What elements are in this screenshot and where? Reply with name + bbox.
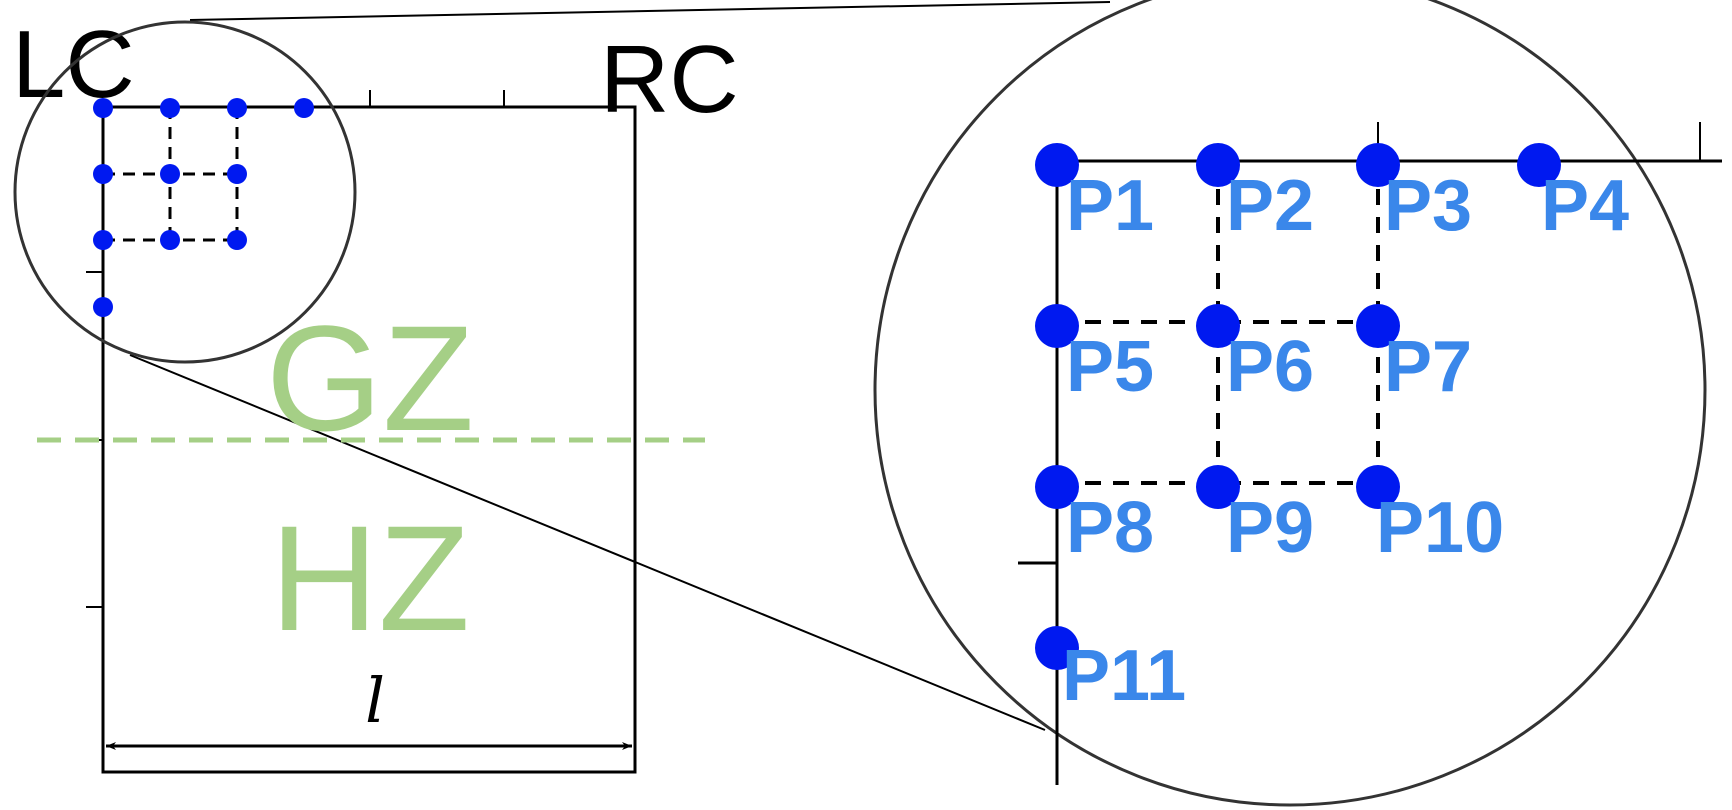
point-p1-marker [1035,143,1079,187]
point-label-p1: P1 [1066,166,1154,246]
overview-panel: GZ HZ l LC RC [12,11,739,774]
point-label-p6: P6 [1226,327,1314,407]
point-p6-marker [1196,304,1240,348]
point-p7-marker [1356,304,1400,348]
overview-point [227,230,247,250]
point-p4-marker [1517,143,1561,187]
point-label-p8: P8 [1066,488,1154,568]
zoom-connector-bottom [129,354,1046,731]
point-label-p3: P3 [1384,166,1472,246]
point-p8-marker [1035,465,1079,509]
overview-points [93,98,314,317]
right-corner-label: RC [600,26,739,133]
point-label-p9: P9 [1226,488,1314,568]
overview-point [227,98,247,118]
zoom-magnifier-circle [873,0,1707,807]
zone-label-hz: HZ [270,494,470,662]
point-p9-marker [1196,465,1240,509]
overview-point [93,164,113,184]
point-label-p10: P10 [1376,488,1504,568]
zone-label-gz: GZ [266,294,474,462]
zoom-points [1035,143,1561,670]
point-label-p4: P4 [1541,166,1629,246]
zoom-panel: P1 P2 P3 P4 P5 P6 P7 P8 P9 P10 P11 [873,0,1722,807]
overview-point [227,164,247,184]
point-p2-marker [1196,143,1240,187]
overview-point [160,230,180,250]
point-p10-marker [1356,465,1400,509]
overview-point [294,98,314,118]
point-label-p5: P5 [1066,327,1154,407]
zoom-dashed-grid [1057,161,1380,485]
point-p5-marker [1035,304,1079,348]
point-label-p11: P11 [1062,636,1186,716]
width-dimension-label: l [365,664,385,737]
point-label-p2: P2 [1226,166,1314,246]
zoom-connector-top [189,1,1111,21]
point-label-p7: P7 [1384,327,1472,407]
overview-point [93,98,113,118]
zoom-source-circle [13,20,357,364]
zoom-point-labels: P1 P2 P3 P4 P5 P6 P7 P8 P9 P10 P11 [1062,166,1629,716]
overview-point [93,297,113,317]
point-p11-marker [1035,626,1079,670]
point-p3-marker [1356,143,1400,187]
overview-point [160,98,180,118]
overview-point [93,230,113,250]
overview-point [160,164,180,184]
